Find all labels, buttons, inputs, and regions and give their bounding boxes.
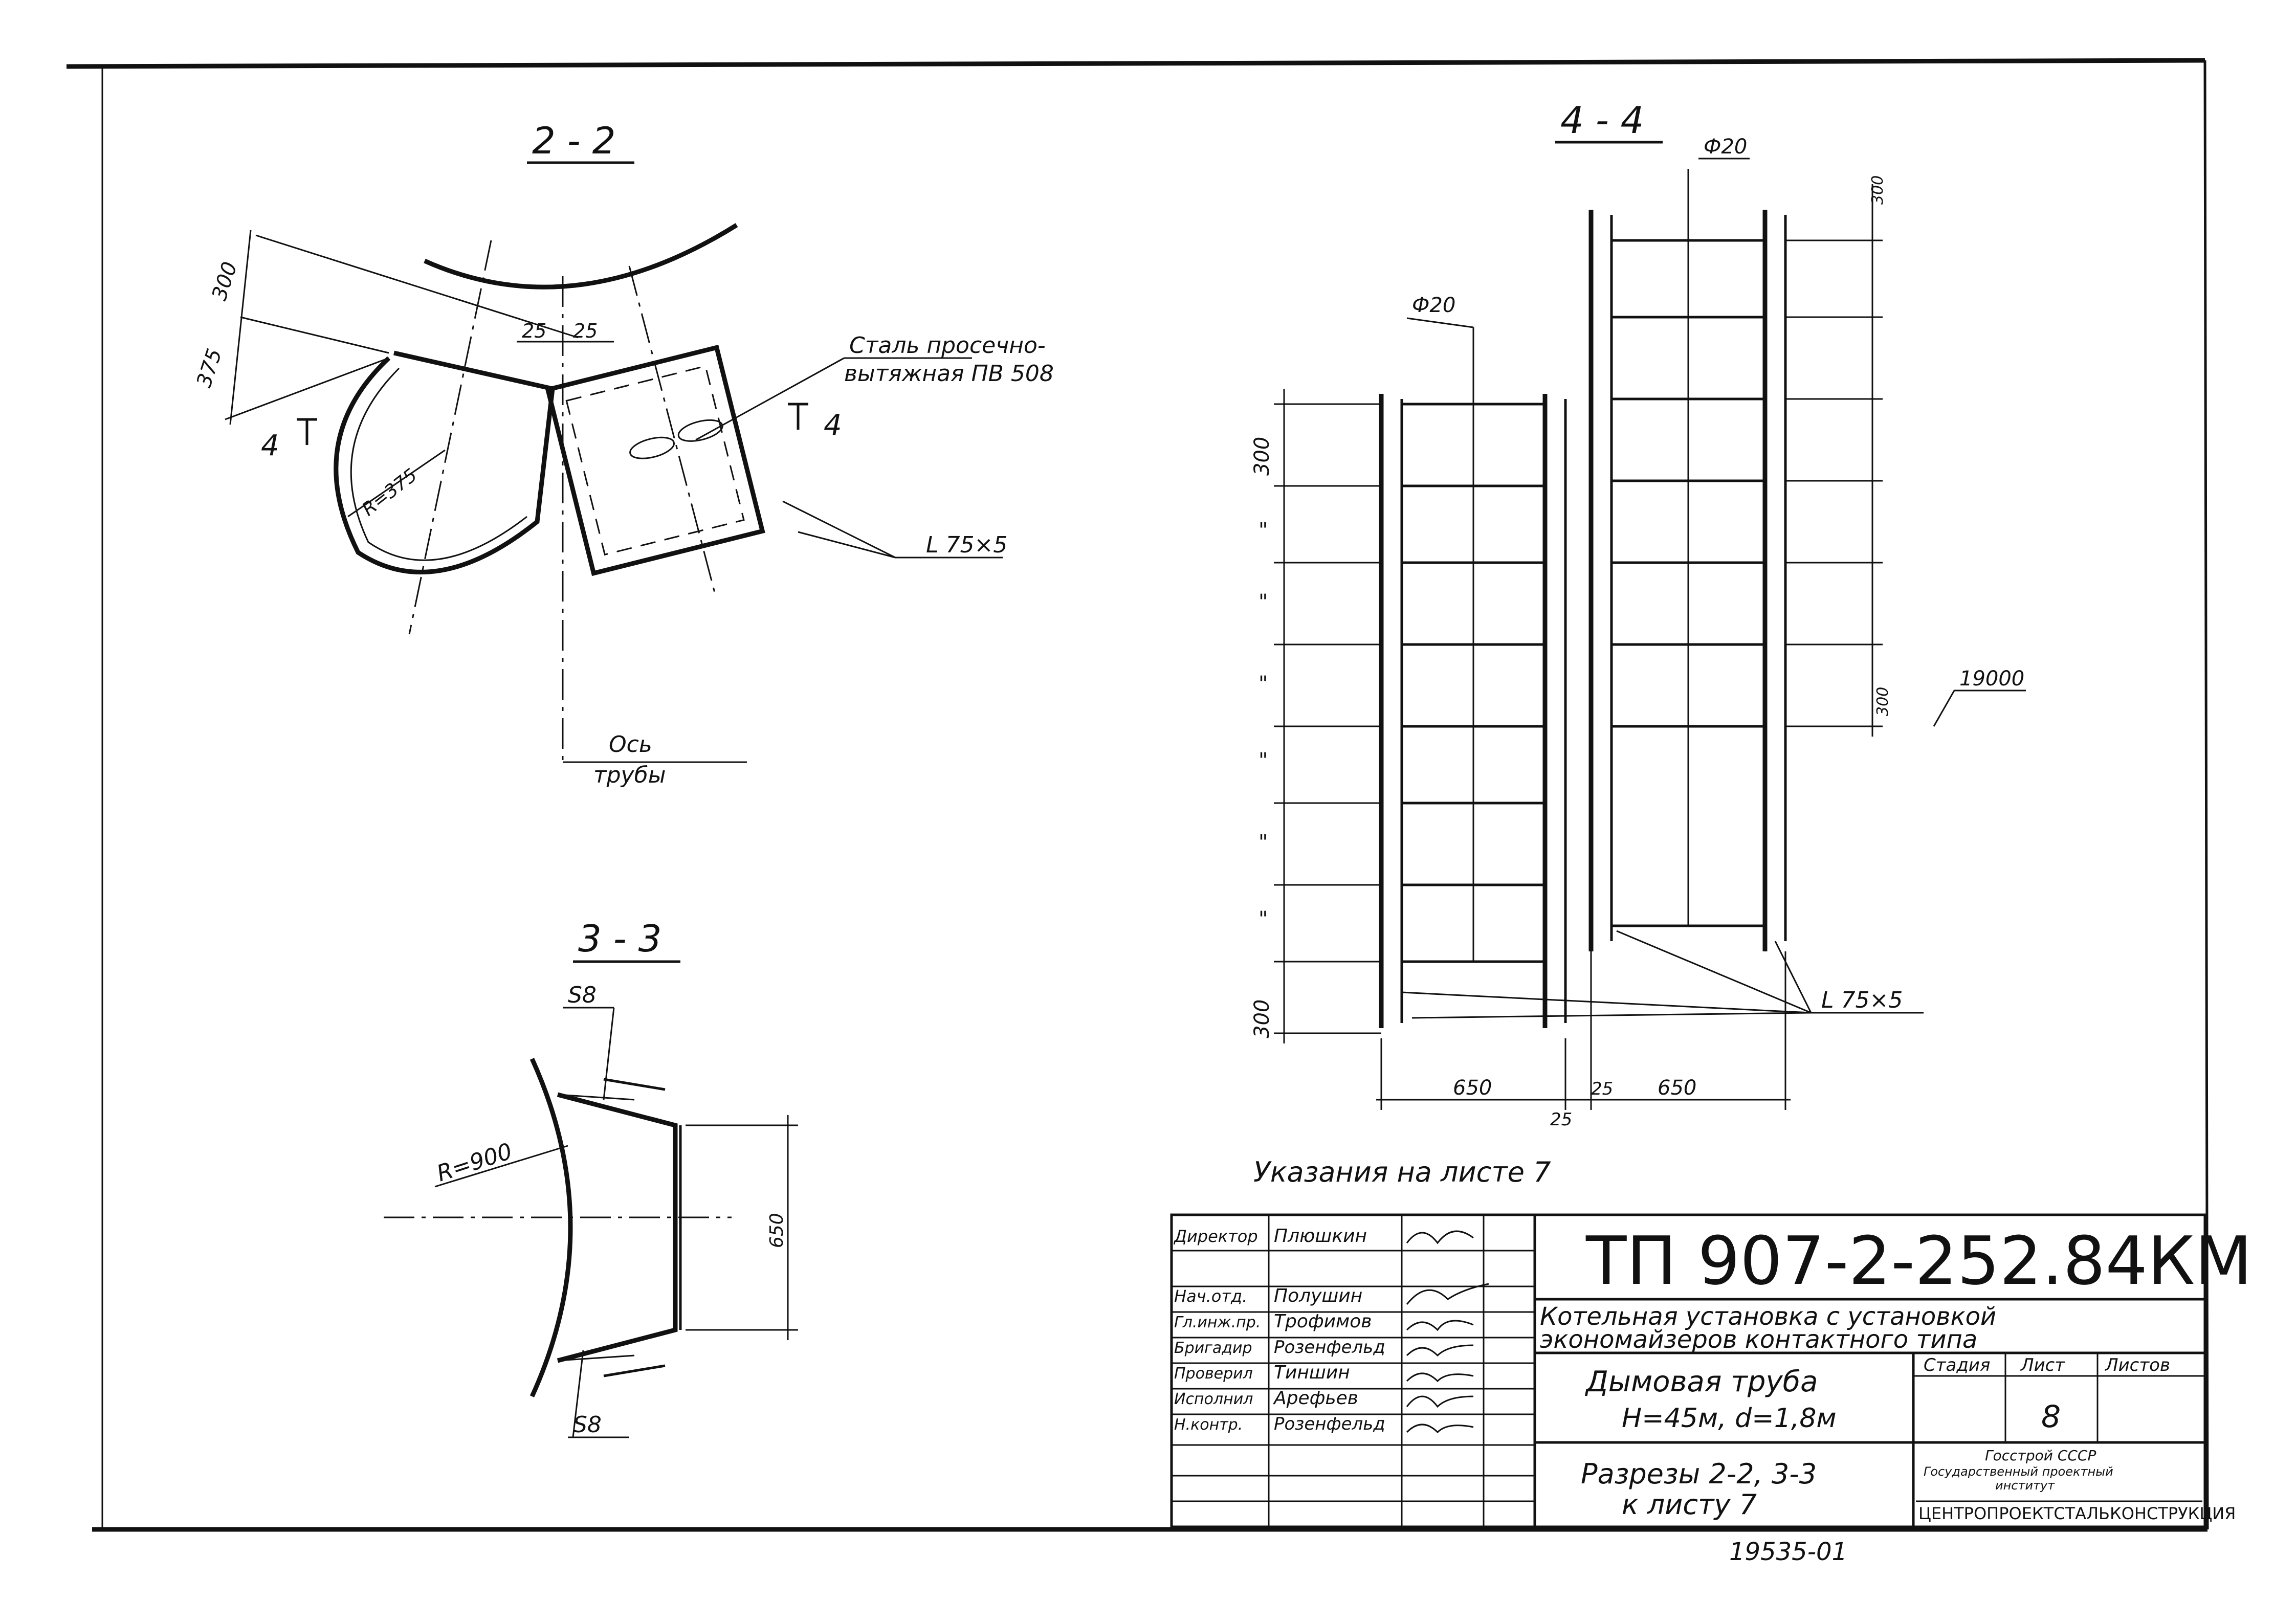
role-4: Проверил [1174,1365,1253,1383]
org-line-2: Государственный проектный [1924,1464,2113,1479]
sheet-label: Лист [2020,1355,2065,1375]
ditto-3: " [1259,672,1268,696]
section-3-3-title: 3 - 3 [578,917,661,960]
s8-top: S8 [568,982,597,1008]
name-5: Арефьев [1273,1388,1358,1409]
dim-25b-4-4: 25 [1550,1109,1572,1130]
name-6: Розенфельд [1274,1414,1385,1434]
sheet-title-1: Разрезы 2-2, 3-3 [1581,1458,1817,1490]
dim-650-left: 650 [1453,1076,1492,1100]
dim-25a: 25 [522,320,546,342]
name-2: Трофимов [1274,1311,1372,1332]
angle-label-2-2: L 75×5 [926,532,1007,558]
radius-900: R=900 [434,1138,516,1187]
dim-25b: 25 [573,320,598,342]
name-3: Розенфельд [1274,1337,1385,1358]
sheet-frame [66,58,2209,1532]
dim-650-right: 650 [1658,1076,1696,1100]
name-4: Тиншин [1274,1362,1350,1383]
dim-300-top: 300 [1250,437,1274,476]
sheet-title-2: к листу 7 [1622,1488,1757,1521]
document-code: ТП 907-2-252.84КМ [1585,1222,2252,1300]
ditto-4: " [1259,749,1268,772]
project-line-2: экономайзеров контактного типа [1540,1325,1977,1354]
dim-375: 375 [192,346,227,390]
cut-arrow-left: 4 [261,429,279,462]
axis-label-1: Ось [609,731,652,758]
ditto-5: " [1259,831,1268,854]
elev-19000: 19000 [1959,667,2024,691]
ditto-1: " [1259,519,1268,542]
section-2-2-title: 2 - 2 [532,119,615,162]
project-line-1: Котельная установка с установкой [1540,1302,1996,1331]
section-4-4: 4 - 4 Ф20 300 [1250,99,2026,1130]
dims-right: 300 300 [1785,175,1892,737]
sheets-label: Листов [2104,1355,2170,1375]
dim-650-3-3: 650 [766,1213,787,1248]
stage-label: Стадия [1924,1355,1990,1375]
dim-25a-4-4: 25 [1591,1079,1613,1099]
note-steel-1: Сталь просечно- [849,332,1046,359]
section-3-3: 3 - 3 S8 S8 R=900 650 [384,917,798,1438]
title-block: Директор Плюшкин Нач.отд. Полушин Гл.инж… [1170,1213,2252,1528]
org-line-1: Госстрой СССР [1985,1447,2096,1464]
role-2: Гл.инж.пр. [1174,1314,1261,1331]
object-line-2: Н=45м, d=1,8м [1622,1403,1837,1434]
ditto-6: " [1259,907,1268,931]
cut-arrow-right: 4 [824,409,842,442]
signatures [1406,1230,1489,1434]
role-6: Н.контр. [1174,1416,1243,1434]
angle-label-4-4: L 75×5 [1821,987,1903,1013]
role-0: Директор [1173,1227,1258,1246]
name-0: Плюшкин [1274,1226,1367,1247]
inventory-number: 19535-01 [1729,1538,1847,1566]
ditto-2: " [1259,590,1268,614]
name-1: Полушин [1274,1285,1362,1306]
section-2-2: 2 - 2 300 375 25 25 R=375 4 [192,119,1054,788]
dim-300: 300 [208,259,242,303]
dim-300-bottom: 300 [1250,999,1274,1038]
object-line-1: Дымовая труба [1584,1365,1818,1398]
phi-left: Ф20 [1412,294,1455,317]
phi-right: Ф20 [1704,135,1747,159]
note-sheet-7: Указания на листе 7 [1253,1156,1551,1188]
org-line-3: институт [1995,1478,2055,1493]
role-5: Исполнил [1174,1390,1253,1408]
sheet-number: 8 [2041,1399,2061,1435]
axis-label-2: трубы [593,762,666,788]
role-3: Бригадир [1174,1339,1252,1357]
s8-bottom: S8 [573,1412,602,1438]
dims-left: 300 300 " " " " " " [1250,389,1381,1043]
section-4-4-title: 4 - 4 [1560,99,1644,142]
dim-300-r-bottom: 300 [1874,687,1892,716]
role-1: Нач.отд. [1174,1286,1247,1306]
org-line-4: ЦЕНТРОПРОЕКТСТАЛЬКОНСТРУКЦИЯ [1918,1504,2236,1523]
note-steel-2: вытяжная ПВ 508 [844,361,1054,387]
dim-300-r-top: 300 [1869,175,1887,205]
